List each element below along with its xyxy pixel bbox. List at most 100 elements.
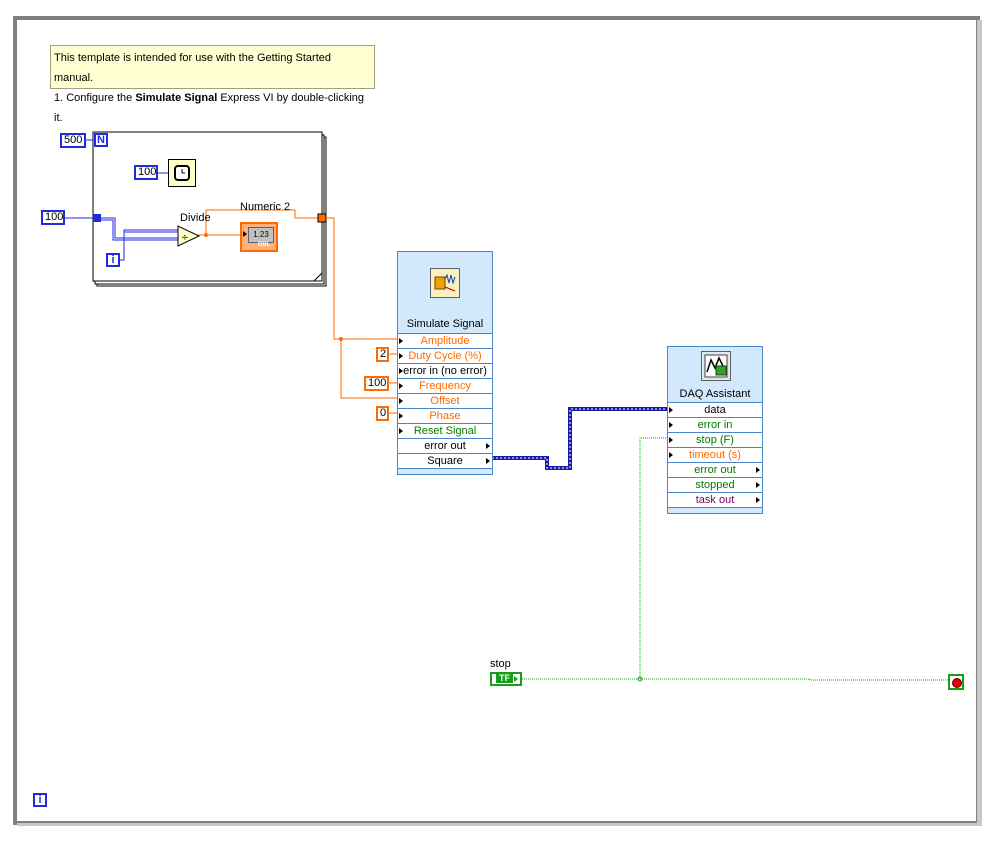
daq-assistant-terminal-label: stop (F): [696, 434, 734, 446]
daq-assistant-terminal-stopped[interactable]: stopped: [668, 477, 762, 492]
simulate-signal-terminal-amplitude[interactable]: Amplitude: [398, 333, 492, 348]
daq-assistant-terminal-stop-f[interactable]: stop (F): [668, 432, 762, 447]
simulate-signal-terminal-label: Duty Cycle (%): [408, 350, 482, 362]
daq-assistant-terminal-task-out[interactable]: task out: [668, 492, 762, 507]
stop-wire: [522, 678, 948, 681]
output-arrow-icon: [756, 482, 760, 488]
simulate-signal-title: Simulate Signal: [406, 318, 484, 330]
iteration-wire: [120, 229, 178, 261]
template-comment[interactable]: This template is intended for use with t…: [50, 45, 375, 124]
simulate-signal-terminal-error-out[interactable]: error out: [398, 438, 492, 453]
input-arrow-icon: [669, 452, 673, 458]
stop-control-terminal[interactable]: TF: [490, 672, 522, 686]
simulate-signal-terminal-square[interactable]: Square: [398, 453, 492, 468]
simulate-signal-terminal-label: Square: [427, 455, 463, 467]
numeric-2-arrow-icon: [243, 231, 247, 237]
output-arrow-icon: [486, 443, 490, 449]
input-arrow-icon: [669, 422, 673, 428]
stop-to-daq-wire: [639, 437, 668, 679]
input-arrow-icon: [399, 413, 403, 419]
while-loop-shadow: [977, 20, 982, 825]
daq-assistant-terminal-label: error in: [697, 419, 733, 431]
simulate-signal-terminal-frequency[interactable]: Frequency: [398, 378, 492, 393]
wait-clock-icon: [174, 165, 190, 181]
amplitude-wire: [326, 217, 398, 340]
comment-line-1: This template is intended for use with t…: [54, 52, 331, 84]
daq-assistant-terminal-label: task out: [695, 494, 735, 506]
simulate-signal-terminal-label: error out: [424, 440, 466, 452]
simulate-signal-resize-footer[interactable]: [398, 468, 492, 483]
offset-wire: [340, 339, 398, 399]
dynamic-data-wire-inner: [492, 408, 668, 469]
simulate-signal-terminal-label: Reset Signal: [413, 425, 477, 437]
input-arrow-icon: [669, 407, 673, 413]
simulate-signal-terminal-reset-signal[interactable]: Reset Signal: [398, 423, 492, 438]
loop-condition-stop-terminal[interactable]: [948, 674, 964, 690]
input-arrow-icon: [399, 383, 403, 389]
daq-assistant-terminal-timeout-s[interactable]: timeout (s): [668, 447, 762, 462]
simulate-signal-terminal-label: error in (no error): [403, 365, 487, 377]
input-arrow-icon: [399, 353, 403, 359]
for-loop-frame[interactable]: [92, 131, 323, 282]
wait-function[interactable]: [168, 159, 196, 187]
phase-constant[interactable]: 0: [376, 406, 389, 421]
daq-assistant-express-vi[interactable]: DAQ Assistant data error in stop (F) timeou…: [667, 346, 763, 514]
while-loop-iteration-terminal[interactable]: i: [33, 793, 47, 807]
simulate-signal-terminal-phase[interactable]: Phase: [398, 408, 492, 423]
for-loop-resize-corner[interactable]: [312, 271, 323, 282]
comment-line-2-suffix: Express VI by double-clicking it.: [54, 92, 364, 124]
simulate-signal-terminal-duty-cycle[interactable]: Duty Cycle (%): [398, 348, 492, 363]
loop-count-constant[interactable]: 500: [60, 133, 86, 148]
numeric-2-label: Numeric 2: [240, 201, 291, 213]
numeric-2-type: DBL: [258, 242, 271, 248]
divide-symbol: ÷: [181, 233, 189, 243]
divide-input-constant[interactable]: 100: [41, 210, 65, 225]
output-arrow-icon: [756, 467, 760, 473]
input-arrow-icon: [399, 368, 403, 374]
stop-control-label: stop: [490, 658, 511, 670]
input-arrow-icon: [399, 398, 403, 404]
input-arrow-icon: [669, 437, 673, 443]
frequency-constant[interactable]: 100: [364, 376, 389, 391]
daq-assistant-resize-footer[interactable]: [668, 507, 762, 522]
simulate-signal-terminal-error-in-no-error[interactable]: error in (no error): [398, 363, 492, 378]
simulate-signal-terminal-label: Frequency: [419, 380, 471, 392]
simulate-signal-terminal-label: Phase: [429, 410, 461, 422]
daq-assistant-icon: [701, 351, 731, 381]
divide-label: Divide: [180, 212, 211, 224]
input-arrow-icon: [399, 338, 403, 344]
output-arrow-icon: [756, 497, 760, 503]
stop-control-text: TF: [496, 673, 513, 683]
stop-junction: [637, 676, 643, 682]
simulate-signal-icon: [430, 268, 460, 298]
output-tunnel: [317, 213, 327, 223]
simulate-signal-terminal-offset[interactable]: Offset: [398, 393, 492, 408]
output-arrow-icon: [486, 458, 490, 464]
comment-line-2-prefix: 1. Configure the: [54, 92, 136, 104]
daq-assistant-terminal-label: timeout (s): [689, 449, 741, 461]
stop-control-arrow-icon: [514, 676, 518, 682]
daq-assistant-terminal-data[interactable]: data: [668, 402, 762, 417]
comment-line-2-bold: Simulate Signal: [135, 92, 218, 104]
numeric-2-display: 1.23: [248, 227, 274, 243]
while-loop-shadow-bottom: [17, 823, 982, 826]
daq-assistant-terminal-label: stopped: [695, 479, 735, 491]
input-arrow-icon: [399, 428, 403, 434]
divide-input-wire-b: [97, 217, 178, 239]
daq-assistant-title: DAQ Assistant: [679, 388, 751, 400]
loop-count-terminal[interactable]: N: [94, 133, 108, 147]
daq-assistant-terminal-error-out[interactable]: error out: [668, 462, 762, 477]
daq-assistant-terminal-label: error out: [694, 464, 736, 476]
comment-line-2: 1. Configure the Simulate Signal Express…: [54, 88, 371, 128]
duty-cycle-constant[interactable]: 2: [376, 347, 389, 362]
daq-assistant-terminal-error-in[interactable]: error in: [668, 417, 762, 432]
for-loop-iteration-terminal[interactable]: i: [106, 253, 120, 267]
simulate-signal-terminal-label: Amplitude: [420, 335, 470, 347]
input-tunnel: [93, 214, 101, 222]
divide-node[interactable]: [177, 225, 201, 247]
numeric-2-indicator[interactable]: 1.23 DBL: [240, 222, 278, 252]
wait-ms-constant[interactable]: 100: [134, 165, 158, 180]
simulate-signal-terminal-label: Offset: [430, 395, 460, 407]
